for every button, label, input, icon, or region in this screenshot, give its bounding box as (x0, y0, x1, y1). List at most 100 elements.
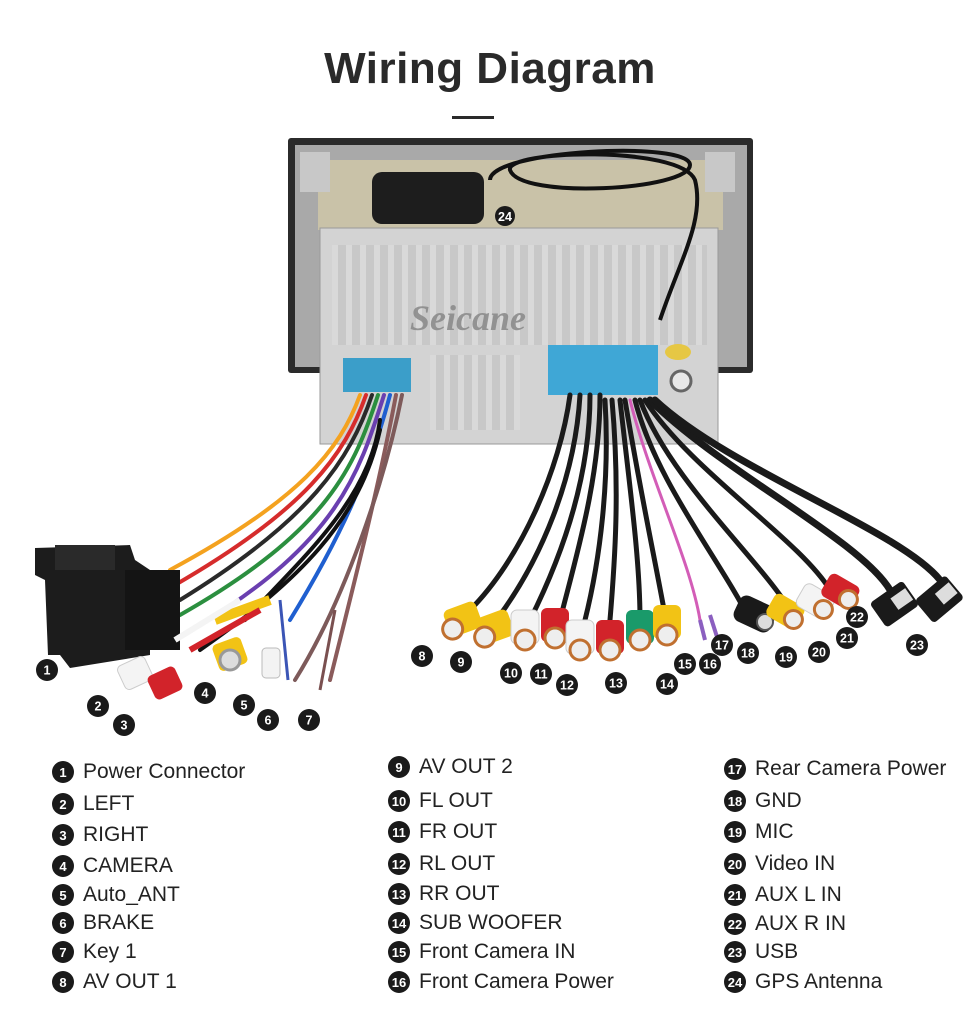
number-badge: 8 (52, 971, 74, 993)
svg-text:2: 2 (95, 700, 102, 714)
svg-text:12: 12 (560, 679, 574, 693)
legend-item: 9 AV OUT 2 (388, 755, 513, 779)
svg-text:15: 15 (678, 658, 692, 672)
callout-19: 19 (775, 646, 797, 668)
rca-socket-block (548, 345, 658, 395)
legend-label: RIGHT (83, 823, 149, 846)
legend-label: MIC (755, 820, 794, 843)
svg-text:3: 3 (121, 719, 128, 733)
legend-label: AUX R IN (755, 912, 847, 935)
svg-text:23: 23 (910, 639, 924, 653)
number-badge: 2 (52, 793, 74, 815)
svg-text:16: 16 (703, 658, 717, 672)
legend-label: Auto_ANT (83, 883, 180, 906)
svg-text:10: 10 (504, 667, 518, 681)
legend-label: BRAKE (83, 911, 155, 934)
number-badge: 24 (724, 971, 746, 993)
callout-9: 9 (450, 651, 472, 673)
svg-text:13: 13 (609, 677, 623, 691)
legend-item: 15 Front Camera IN (388, 940, 575, 964)
number-badge: 15 (388, 941, 410, 963)
callout-7: 7 (298, 709, 320, 731)
callout-16: 16 (699, 653, 721, 675)
number-badge: 18 (724, 790, 746, 812)
legend-label: LEFT (83, 792, 135, 815)
svg-text:20: 20 (812, 646, 826, 660)
callout-4: 4 (194, 682, 216, 704)
svg-text:5: 5 (241, 699, 248, 713)
callout-17: 17 (711, 634, 733, 656)
number-badge: 9 (388, 756, 410, 778)
callout-1: 1 (36, 659, 58, 681)
legend-label: AV OUT 2 (419, 755, 513, 778)
number-badge: 12 (388, 853, 410, 875)
callout-20: 20 (808, 641, 830, 663)
legend-item: 7 Key 1 (52, 940, 137, 964)
number-badge: 3 (52, 824, 74, 846)
legend-label: USB (755, 940, 799, 963)
callout-8: 8 (411, 645, 433, 667)
legend-item: 23 USB (724, 940, 798, 964)
number-badge: 5 (52, 884, 74, 906)
rca-plugs (441, 573, 963, 662)
callout-23: 23 (906, 634, 928, 656)
legend-item: 3 RIGHT (52, 823, 148, 847)
callout-14: 14 (656, 673, 678, 695)
svg-text:4: 4 (202, 687, 209, 701)
legend-label: Rear Camera Power (755, 757, 947, 780)
gps-antenna: 24 (372, 148, 700, 321)
power-connector (35, 545, 180, 668)
number-badge: 10 (388, 790, 410, 812)
svg-text:22: 22 (850, 611, 864, 625)
legend-label: SUB WOOFER (419, 911, 563, 934)
left-plugs (117, 595, 337, 700)
title-underline (452, 116, 494, 119)
number-badge: 6 (52, 912, 74, 934)
legend-label: FR OUT (419, 820, 498, 843)
callout-13: 13 (605, 672, 627, 694)
legend-label: Front Camera IN (419, 940, 576, 963)
legend-label: Key 1 (83, 940, 137, 963)
number-badge: 21 (724, 884, 746, 906)
antenna-socket (669, 369, 693, 393)
callout-21: 21 (836, 627, 858, 649)
legend-item: 5 Auto_ANT (52, 883, 180, 907)
legend-item: 11 FR OUT (388, 820, 497, 844)
legend-item: 13 RR OUT (388, 882, 500, 906)
callout-10: 10 (500, 662, 522, 684)
number-badge: 1 (52, 761, 74, 783)
callout-18: 18 (737, 642, 759, 664)
callout-2: 2 (87, 695, 109, 717)
callout-5: 5 (233, 694, 255, 716)
power-socket (343, 358, 411, 392)
page-title: Wiring Diagram (324, 44, 656, 93)
svg-text:1: 1 (44, 664, 51, 678)
svg-text:17: 17 (715, 639, 729, 653)
callout-6: 6 (257, 709, 279, 731)
legend-label: RR OUT (419, 882, 500, 905)
number-badge: 7 (52, 941, 74, 963)
rca-harness (467, 392, 944, 623)
number-badge: 23 (724, 941, 746, 963)
svg-text:6: 6 (265, 714, 272, 728)
legend-label: GND (755, 789, 802, 812)
brand-watermark: Seicane (410, 298, 526, 338)
number-badge: 11 (388, 821, 410, 843)
svg-text:11: 11 (534, 668, 547, 682)
legend-label: Front Camera Power (419, 970, 614, 993)
number-badge: 19 (724, 821, 746, 843)
callout-15: 15 (674, 653, 696, 675)
number-badge: 13 (388, 883, 410, 905)
